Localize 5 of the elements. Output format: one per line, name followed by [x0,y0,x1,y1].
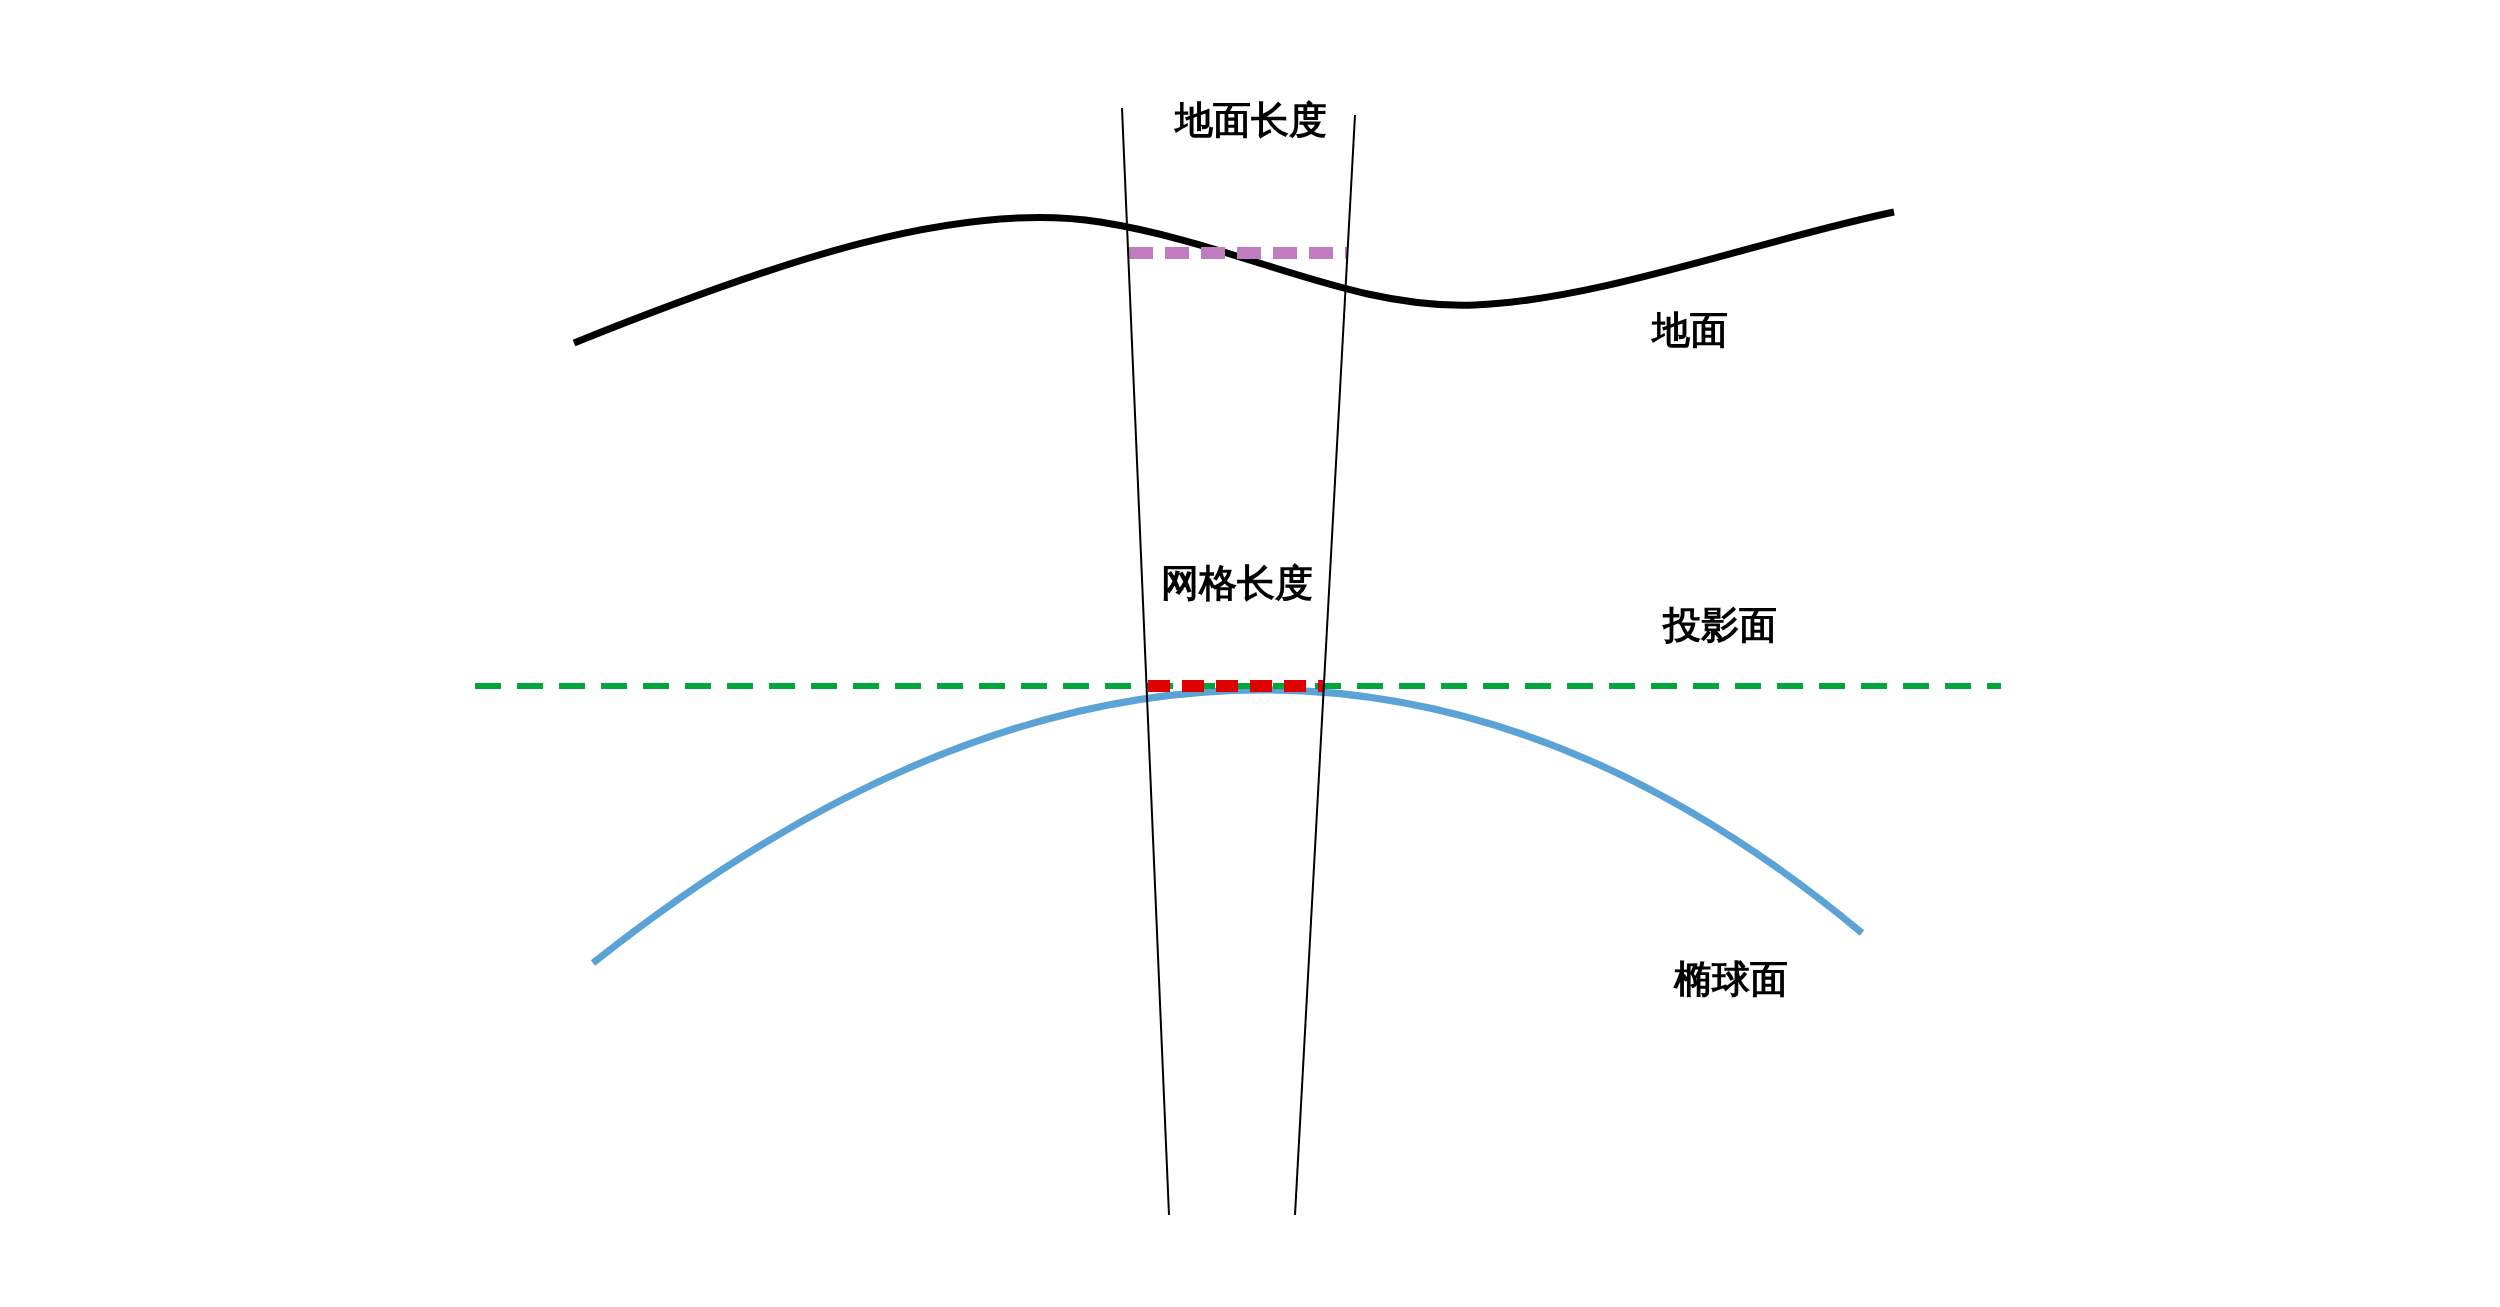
surface-label: 地面 [1652,306,1728,354]
surface-label: 网格长度 [1161,559,1313,607]
surface-label: 投影面 [1663,601,1777,649]
surface-label: 椭球面 [1674,955,1788,1003]
surface-label: 地面长度 [1175,96,1327,144]
